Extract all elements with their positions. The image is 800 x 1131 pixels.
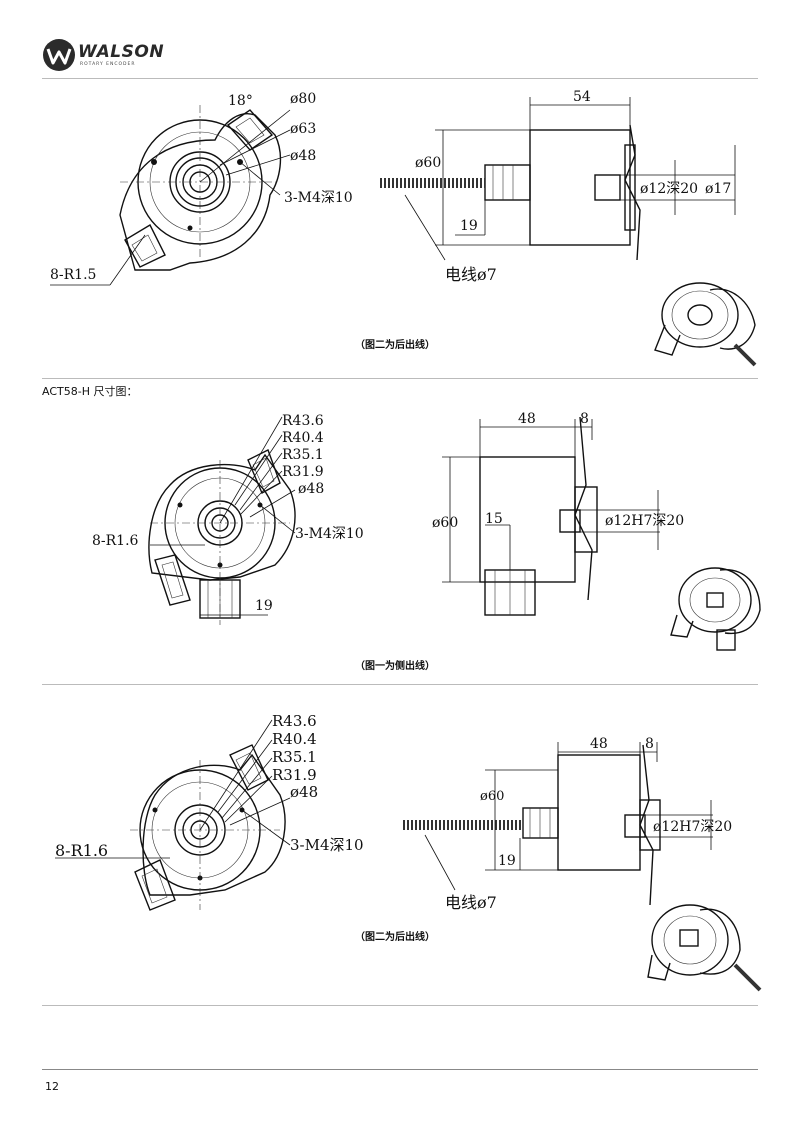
figure2-side-view: 48 8 ø60 15 ø12H7深20 [432,411,684,616]
section-rule-1 [42,378,758,379]
header-rule [42,78,758,79]
fig3-d12-label: ø12H7深20 [653,819,732,835]
figure1-side-view: 54 ø60 ø12深20 ø17 19 电线ø7 [380,89,736,284]
fig3-h19-label: 19 [498,853,516,869]
fig2-r319-label: R31.9 [282,464,324,480]
fig2-w19-label: 19 [255,598,273,614]
figure3-front-view: R43.6 R40.4 R35.1 R31.9 ø48 3-M4深10 8-R1… [55,712,364,911]
fig2-r404-label: R40.4 [282,430,324,446]
fig1-d17-label: ø17 [705,181,731,197]
fig1-thread-label: 3-M4深10 [284,190,353,206]
fig1-d80-label: ø80 [290,91,316,107]
fig3-d60-label: ø60 [480,789,504,804]
fig2-d12-label: ø12H7深20 [605,513,684,529]
fig2-caption: （图一为侧出线） [355,661,435,672]
fig1-slot-label: 8-R1.5 [50,267,96,283]
fig3-caption: （图二为后出线） [355,932,435,943]
fig1-cable-label: 电线ø7 [445,265,497,284]
fig2-r436-label: R43.6 [282,413,324,429]
fig3-length-label: 48 [590,736,608,752]
brand-logo: WALSON ROTARY ENCODER [42,38,165,74]
fig1-h19-label: 19 [460,218,478,234]
section-title: ACT58-H 尺寸图： [42,385,138,398]
page-number: 12 [45,1080,59,1093]
fig2-length-label: 48 [518,411,536,427]
fig1-d48-label: ø48 [290,148,316,164]
brand-logo-icon [43,39,75,71]
figure1-front-view: 18° ø80 ø63 ø48 3-M4深10 8-R1.5 [50,91,353,286]
fig2-h15-label: 15 [485,511,503,527]
figure2-front-view: R43.6 R40.4 R35.1 R31.9 ø48 3-M4深10 8-R1… [92,413,364,625]
fig2-thread-label: 3-M4深10 [295,526,364,542]
fig1-d63-label: ø63 [290,121,316,137]
fig1-d12-label: ø12深20 [640,181,698,197]
brand-tagline: ROTARY ENCODER [80,62,136,67]
fig3-r351-label: R35.1 [272,748,317,766]
fig2-length2-label: 8 [580,411,589,427]
figure2-photo [670,567,761,651]
fig3-length2-label: 8 [645,736,654,752]
fig3-thread-label: 3-M4深10 [290,836,364,854]
fig1-d60-label: ø60 [415,155,441,171]
fig2-d60-label: ø60 [432,515,458,531]
figure3-side-view: 48 8 ø60 ø12H7深20 19 电线ø7 [403,736,732,912]
section-rule-3 [42,1005,758,1006]
fig2-d48-label: ø48 [298,481,324,497]
brand-name: WALSON [78,42,165,62]
fig3-r404-label: R40.4 [272,730,317,748]
fig2-r351-label: R35.1 [282,447,324,463]
fig2-slot-label: 8-R1.6 [92,533,139,549]
section-rule-2 [42,684,758,685]
fig3-cable-label: 电线ø7 [445,893,497,912]
figure1-photo [654,282,757,367]
figure3-photo [647,904,762,992]
fig1-caption: （图二为后出线） [355,340,435,351]
fig3-d48-label: ø48 [290,783,318,801]
fig1-length-label: 54 [573,89,591,105]
fig3-slot-label: 8-R1.6 [55,841,108,860]
fig1-body [529,129,631,246]
fig3-r436-label: R43.6 [272,712,317,730]
footer-rule [42,1069,758,1070]
fig1-angle-label: 18° [228,93,253,109]
fig3-r319-label: R31.9 [272,766,317,784]
